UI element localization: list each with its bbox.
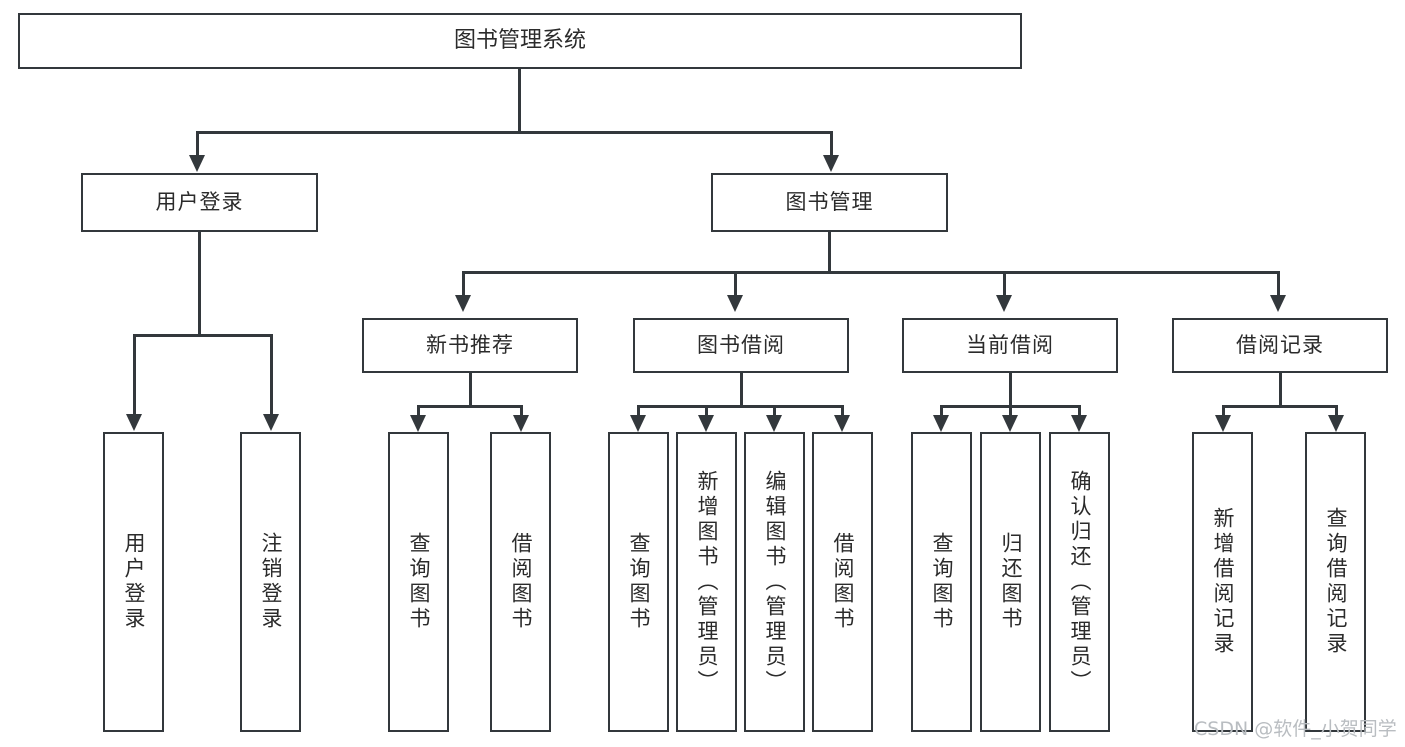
connector-root-stem: [518, 69, 521, 131]
connector-book-borrow-to-leaf-1: [705, 405, 708, 418]
connector-current-borrow-stem: [1009, 373, 1012, 408]
connector-user-login-to-leaf-1: [270, 334, 273, 416]
leaf-label: 编辑图书（管理员）: [763, 469, 787, 695]
node-user-login[interactable]: 用户登录: [81, 173, 318, 232]
leaf-label: 确认归还（管理员）: [1068, 469, 1092, 695]
arrow-new-book-to-leaf-1: [513, 415, 529, 432]
arrow-book-borrow-to-leaf-0: [630, 415, 646, 432]
node-book-borrow[interactable]: 图书借阅: [633, 318, 849, 373]
node-borrow-record[interactable]: 借阅记录: [1172, 318, 1388, 373]
node-new-book-recommend[interactable]: 新书推荐: [362, 318, 578, 373]
leaf-label: 查询图书: [627, 532, 651, 632]
connector-new-book-bus: [417, 405, 523, 408]
arrow-book-borrow-to-leaf-3: [834, 415, 850, 432]
connector-current-borrow-to-leaf-0: [940, 405, 943, 418]
connector-bm-to-current-borrow: [1003, 271, 1006, 297]
arrow-root-to-user-login: [189, 155, 205, 172]
leaf-user-login-login[interactable]: 用户登录: [103, 432, 164, 732]
connector-new-book-stem: [469, 373, 472, 408]
arrow-new-book-to-leaf-0: [410, 415, 426, 432]
connector-current-borrow-to-leaf-2: [1078, 405, 1081, 418]
leaf-label: 新增借阅记录: [1211, 507, 1235, 657]
node-book-management[interactable]: 图书管理: [711, 173, 948, 232]
connector-user-login-bus: [133, 334, 273, 337]
connector-current-borrow-to-leaf-1: [1009, 405, 1012, 418]
node-label: 新书推荐: [426, 332, 514, 357]
node-label: 当前借阅: [966, 332, 1054, 357]
arrow-current-borrow-to-leaf-2: [1071, 415, 1087, 432]
arrow-book-borrow-to-leaf-1: [698, 415, 714, 432]
leaf-label: 查询图书: [930, 532, 954, 632]
arrow-bm-to-current-borrow: [996, 295, 1012, 312]
leaf-book-borrow-borrow-book[interactable]: 借阅图书: [812, 432, 873, 732]
leaf-new-book-query-book[interactable]: 查询图书: [388, 432, 449, 732]
arrow-bm-to-book-borrow: [727, 295, 743, 312]
arrow-user-login-to-leaf-0: [126, 414, 142, 431]
leaf-book-borrow-edit-book-admin[interactable]: 编辑图书（管理员）: [744, 432, 805, 732]
connector-book-management-bus: [462, 271, 1280, 274]
leaf-user-login-logout[interactable]: 注销登录: [240, 432, 301, 732]
leaf-book-borrow-query-book[interactable]: 查询图书: [608, 432, 669, 732]
node-label: 用户登录: [155, 189, 244, 214]
leaf-label: 查询图书: [407, 532, 431, 632]
arrow-borrow-record-to-leaf-1: [1328, 415, 1344, 432]
arrow-current-borrow-to-leaf-0: [933, 415, 949, 432]
node-label: 图书借阅: [697, 332, 785, 357]
connector-borrow-record-bus: [1222, 405, 1338, 408]
watermark-text: CSDN @软件_小贺同学: [1194, 718, 1397, 740]
connector-root-to-user-login: [196, 131, 199, 158]
connector-borrow-record-to-leaf-1: [1335, 405, 1338, 418]
connector-book-borrow-stem: [740, 373, 743, 408]
connector-new-book-to-leaf-0: [417, 405, 420, 418]
connector-book-borrow-to-leaf-2: [773, 405, 776, 418]
connector-book-borrow-bus: [637, 405, 844, 408]
connector-root-to-book-management: [830, 131, 833, 158]
node-current-borrow[interactable]: 当前借阅: [902, 318, 1118, 373]
leaf-label: 借阅图书: [831, 532, 855, 632]
leaf-label: 新增图书（管理员）: [695, 469, 719, 695]
arrow-borrow-record-to-leaf-0: [1215, 415, 1231, 432]
leaf-current-borrow-return-book[interactable]: 归还图书: [980, 432, 1041, 732]
leaf-borrow-record-add-record[interactable]: 新增借阅记录: [1192, 432, 1253, 732]
connector-bm-to-new-book: [462, 271, 465, 297]
node-label: 图书管理系统: [453, 27, 586, 53]
leaf-book-borrow-add-book-admin[interactable]: 新增图书（管理员）: [676, 432, 737, 732]
leaf-label: 查询借阅记录: [1324, 507, 1348, 657]
leaf-label: 归还图书: [999, 532, 1023, 632]
leaf-label: 借阅图书: [509, 532, 533, 632]
connector-user-login-stem: [198, 232, 201, 337]
leaf-label: 注销登录: [259, 532, 283, 632]
arrow-root-to-book-management: [823, 155, 839, 172]
leaf-borrow-record-query-record[interactable]: 查询借阅记录: [1305, 432, 1366, 732]
connector-book-management-stem: [828, 232, 831, 274]
arrow-book-borrow-to-leaf-2: [766, 415, 782, 432]
arrow-current-borrow-to-leaf-1: [1002, 415, 1018, 432]
node-root-book-management-system[interactable]: 图书管理系统: [18, 13, 1022, 69]
leaf-label: 用户登录: [122, 532, 146, 632]
connector-root-bus: [196, 131, 833, 134]
leaf-current-borrow-confirm-return-admin[interactable]: 确认归还（管理员）: [1049, 432, 1110, 732]
leaf-current-borrow-query-book[interactable]: 查询图书: [911, 432, 972, 732]
arrow-user-login-to-leaf-1: [263, 414, 279, 431]
connector-bm-to-borrow-record: [1277, 271, 1280, 297]
connector-bm-to-book-borrow: [734, 271, 737, 297]
connector-book-borrow-to-leaf-0: [637, 405, 640, 418]
connector-new-book-to-leaf-1: [520, 405, 523, 418]
node-label: 图书管理: [785, 189, 874, 214]
leaf-new-book-borrow-book[interactable]: 借阅图书: [490, 432, 551, 732]
connector-borrow-record-to-leaf-0: [1222, 405, 1225, 418]
connector-borrow-record-stem: [1279, 373, 1282, 408]
arrow-bm-to-new-book: [455, 295, 471, 312]
connector-user-login-to-leaf-0: [133, 334, 136, 416]
connector-book-borrow-to-leaf-3: [841, 405, 844, 418]
arrow-bm-to-borrow-record: [1270, 295, 1286, 312]
node-label: 借阅记录: [1236, 332, 1324, 357]
